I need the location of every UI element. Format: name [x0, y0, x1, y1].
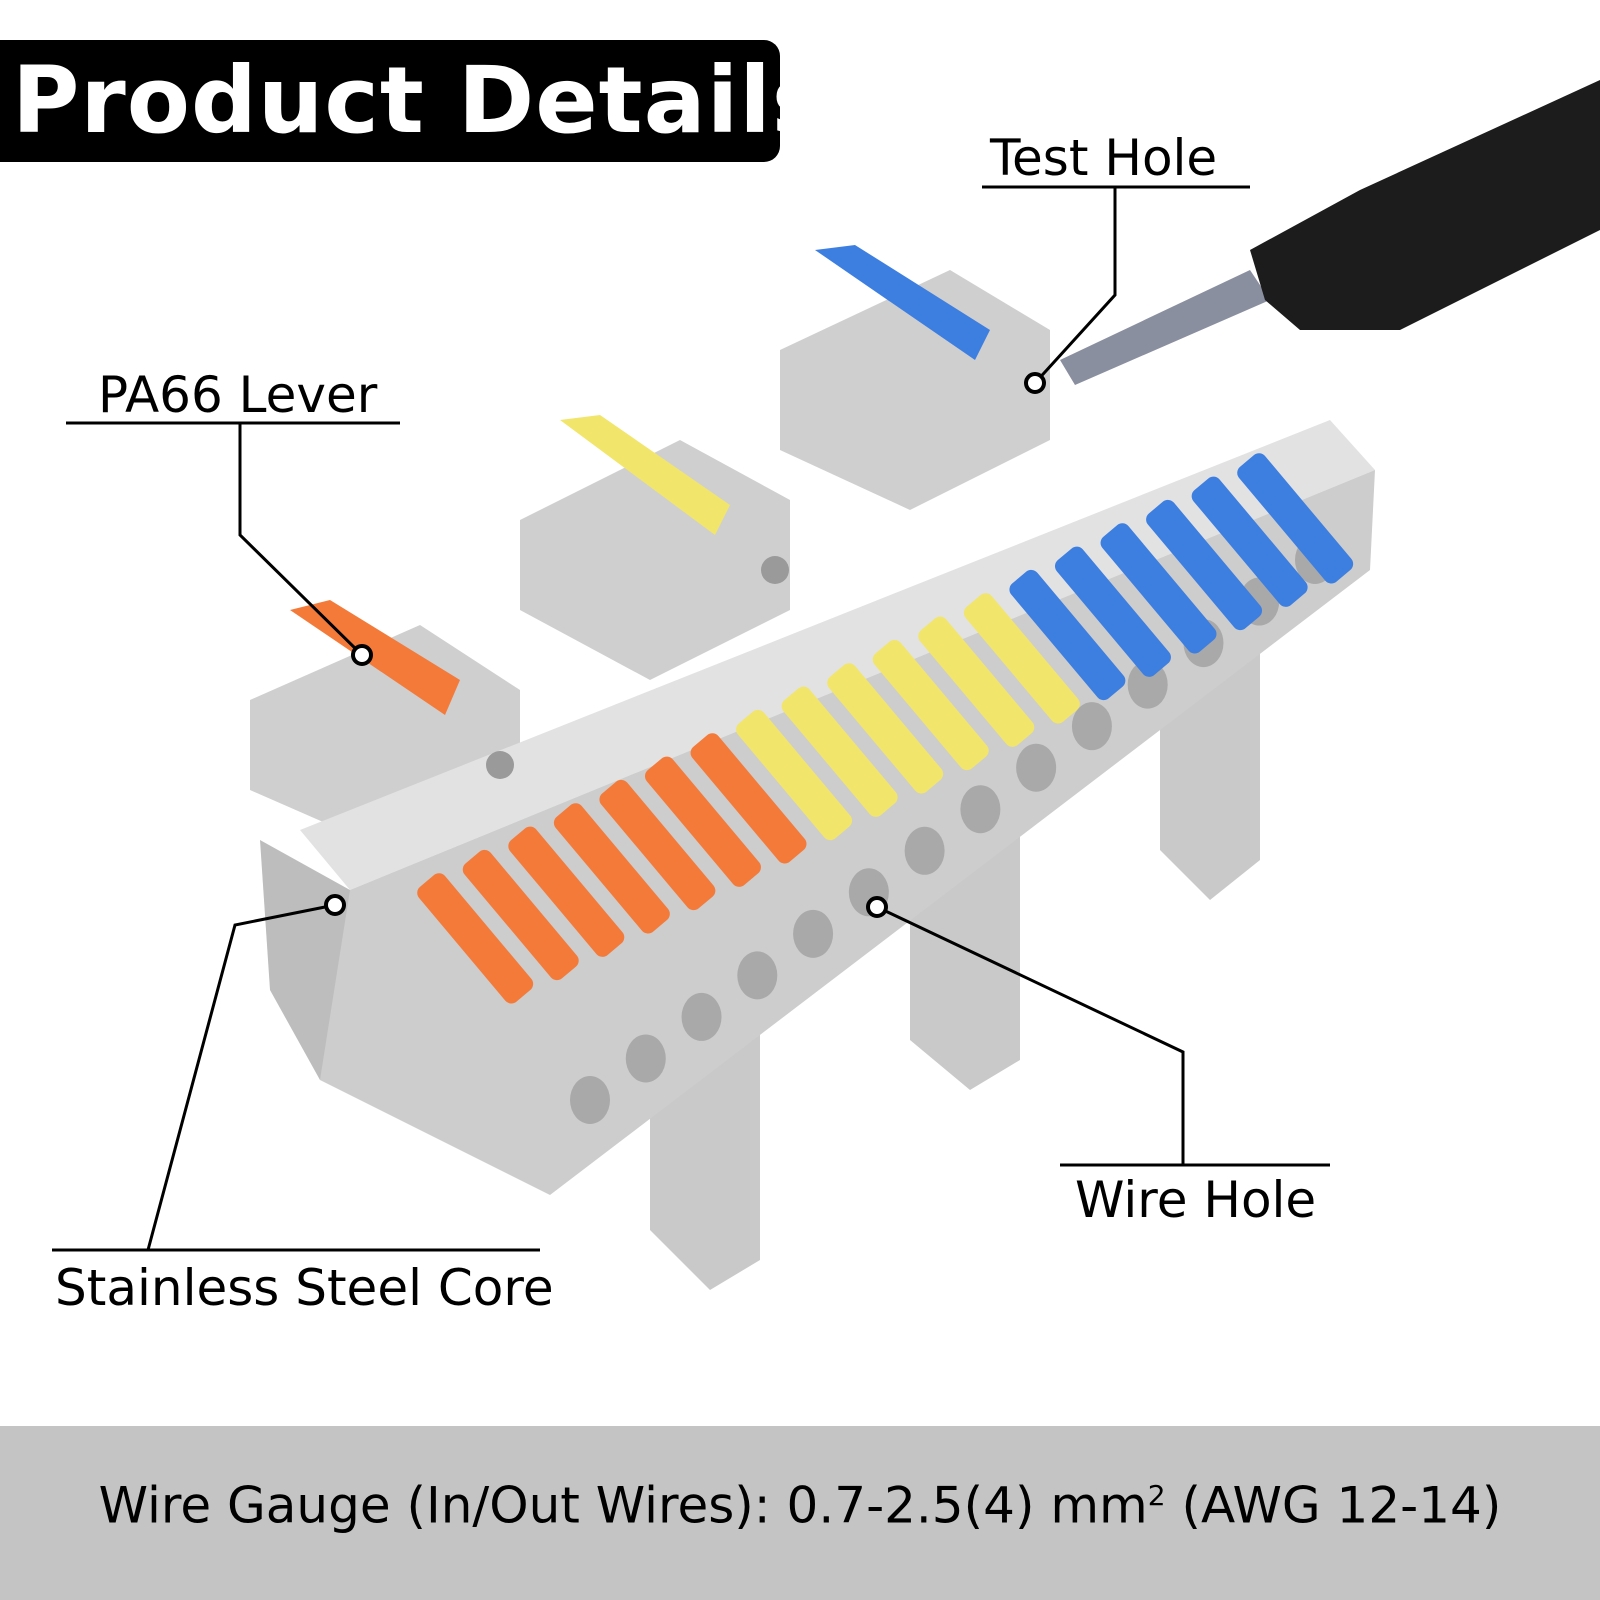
blue-lever — [1146, 499, 1263, 631]
wire-hole — [737, 951, 778, 1000]
wire-hole — [793, 909, 834, 958]
yellow-lever — [963, 593, 1080, 724]
spec-suffix: (AWG 12-14) — [1165, 1476, 1502, 1535]
yellow-lever — [918, 616, 1035, 747]
test-probe — [1060, 80, 1600, 385]
orange-lever — [508, 826, 625, 957]
wire-hole-label: Wire Hole — [1075, 1171, 1317, 1229]
spec-footer: Wire Gauge (In/Out Wires): 0.7-2.5(4) mm… — [0, 1426, 1600, 1600]
yellow-lever — [736, 709, 853, 841]
spec-prefix: Wire Gauge (In/Out Wires): 0.7-2.5(4) mm — [98, 1476, 1148, 1535]
wire-hole — [570, 1076, 610, 1124]
orange-lever — [417, 873, 534, 1004]
test-hole-label: Test Hole — [990, 129, 1218, 187]
blue-lever — [1055, 546, 1171, 677]
wire-hole — [960, 785, 1001, 834]
yellow-lever — [781, 686, 898, 817]
yellow-lever — [872, 639, 989, 771]
page-title: Product Details — [12, 47, 828, 154]
wire-hole — [681, 992, 722, 1041]
orange-lever — [462, 849, 579, 981]
yellow-lever — [827, 663, 944, 794]
levers — [417, 453, 1354, 1004]
wire-hole — [904, 826, 945, 875]
wire-hole — [1127, 660, 1168, 709]
orange-lever — [599, 779, 716, 911]
blue-lever — [1009, 569, 1126, 701]
orange-lever — [690, 733, 807, 864]
blue-lever — [1191, 476, 1308, 607]
blue-lever — [1100, 523, 1217, 654]
wire-hole — [1071, 702, 1112, 751]
callout-dots — [324, 372, 1046, 918]
spec-superscript: 2 — [1147, 1479, 1166, 1512]
wire-hole — [625, 1034, 666, 1083]
orange-lever — [553, 803, 670, 934]
core-label: Stainless Steel Core — [55, 1259, 554, 1317]
lever-label: PA66 Lever — [98, 366, 378, 424]
wire-gauge-spec: Wire Gauge (In/Out Wires): 0.7-2.5(4) mm… — [0, 1466, 1600, 1536]
leader-lines — [52, 185, 1330, 1252]
orange-lever — [645, 756, 761, 887]
blue-lever — [1237, 453, 1354, 584]
end-blocks — [250, 245, 1050, 860]
wire-hole — [1016, 743, 1057, 792]
title-banner: Product Details — [0, 40, 827, 162]
